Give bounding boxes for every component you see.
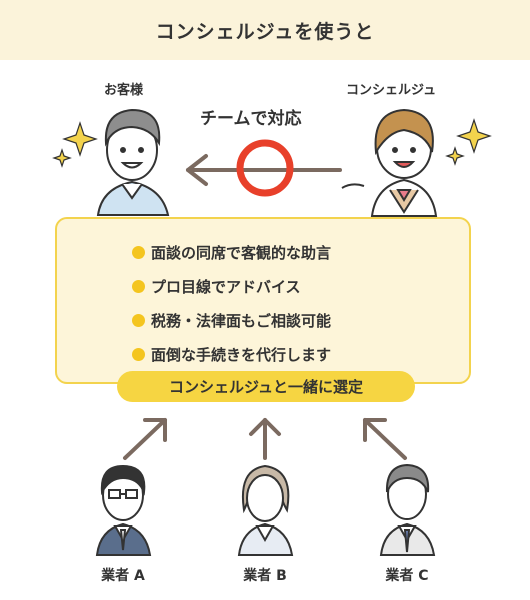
benefit-text: 面談の同席で客観的な助言 — [151, 243, 332, 262]
concierge-avatar — [341, 108, 438, 217]
header-banner: コンシェルジュを使うと — [0, 0, 530, 60]
up-arrow-icon — [249, 418, 281, 460]
benefit-text: プロ目線でアドバイス — [151, 277, 301, 296]
benefit-text: 面倒な手続きを代行します — [151, 345, 332, 364]
customer-avatar — [96, 108, 170, 216]
vendor-c-label: 業者 C — [385, 568, 429, 584]
vendor-c-avatar — [379, 463, 436, 556]
benefit-text: 税務・法律面もご相談可能 — [151, 311, 332, 330]
benefit-item: プロ目線でアドバイス — [132, 269, 331, 303]
vendor-a-label: 業者 A — [101, 568, 145, 584]
sparkle-icon — [52, 121, 98, 168]
benefit-item: 面談の同席で客観的な助言 — [132, 235, 331, 269]
selection-label: コンシェルジュと一緒に選定 — [169, 378, 363, 396]
vendor-b-label: 業者 B — [243, 568, 287, 584]
benefits-list: 面談の同席で客観的な助言 プロ目線でアドバイス 税務・法律面もご相談可能 面倒な… — [132, 235, 331, 371]
ok-circle-icon — [236, 139, 294, 197]
bullet-dot-icon — [132, 313, 145, 327]
up-arrow-icon — [363, 418, 407, 460]
header-title: コンシェルジュを使うと — [155, 20, 375, 43]
benefit-item: 面倒な手続きを代行します — [132, 337, 331, 371]
bullet-dot-icon — [132, 245, 145, 259]
up-arrow-icon — [123, 418, 167, 460]
customer-label: お客様 — [104, 83, 144, 98]
selection-badge: コンシェルジュと一緒に選定 — [117, 371, 415, 402]
concierge-label: コンシェルジュ — [346, 83, 437, 98]
team-support-label: チームで対応 — [200, 109, 302, 129]
bullet-dot-icon — [132, 347, 145, 361]
benefit-item: 税務・法律面もご相談可能 — [132, 303, 331, 337]
sparkle-icon — [445, 118, 492, 166]
left-arrow-icon — [186, 154, 342, 186]
vendor-a-avatar — [95, 464, 152, 556]
benefits-panel: 面談の同席で客観的な助言 プロ目線でアドバイス 税務・法律面もご相談可能 面倒な… — [55, 217, 471, 384]
vendor-b-avatar — [237, 464, 294, 556]
bullet-dot-icon — [132, 279, 145, 293]
